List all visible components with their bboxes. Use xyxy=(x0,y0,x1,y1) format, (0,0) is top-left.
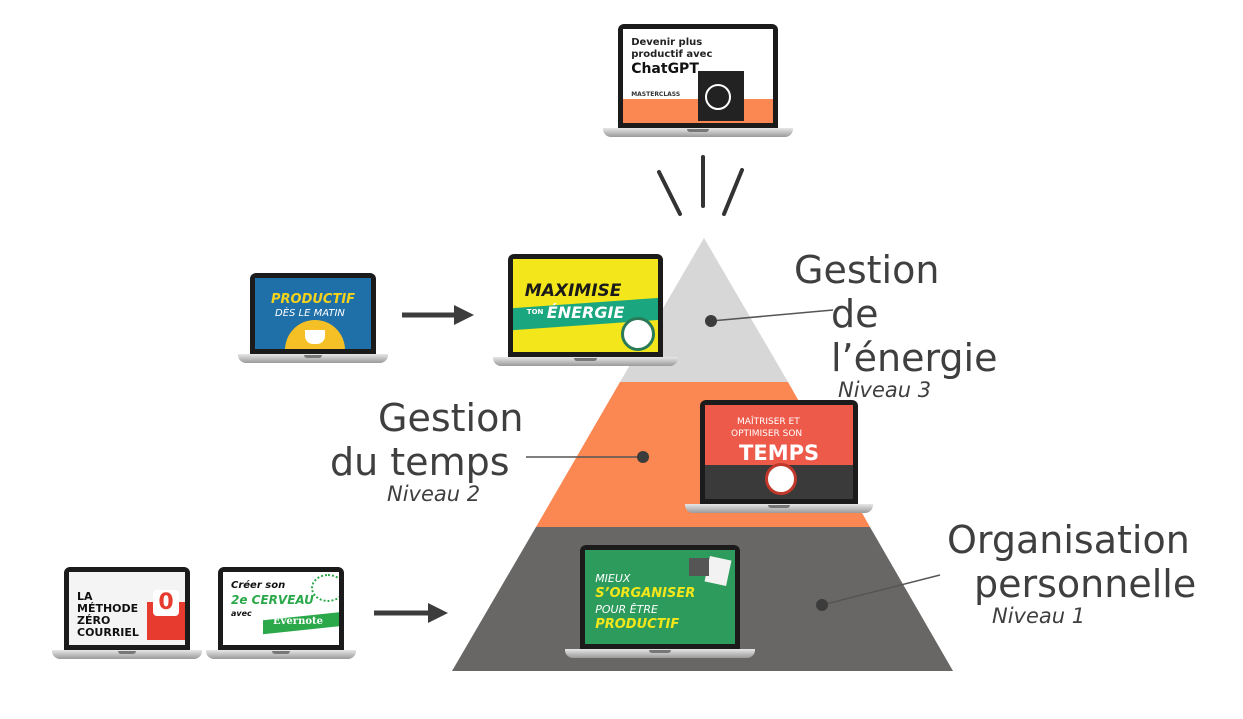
label-level-3-niveau: Niveau 3 xyxy=(838,378,932,402)
laptop-chatgpt[interactable]: Devenir plus productif avec ChatGPT MAST… xyxy=(603,24,793,137)
leader-level-3 xyxy=(705,309,834,327)
label-level-2-line1: Gestion xyxy=(378,396,524,440)
chatgpt-line2: productif avec xyxy=(631,49,713,60)
label-level-2: Gestion du temps Niveau 2 xyxy=(330,396,560,506)
label-level-2-niveau: Niveau 2 xyxy=(387,482,481,506)
screen-productif-matin: PRODUCTIF DÈS LE MATIN xyxy=(255,278,371,349)
label-level-1-niveau: Niveau 1 xyxy=(992,604,1086,628)
matin-line2: DÈS LE MATIN xyxy=(275,308,345,319)
organiser-line3: POUR ÊTRE xyxy=(595,603,658,616)
leader-level-2 xyxy=(526,451,649,463)
screen-mieux-organiser: MIEUX S’ORGANISER POUR ÊTRE PRODUCTIF xyxy=(585,550,735,644)
apex-rays xyxy=(657,155,744,216)
label-level-3-line2: de l’énergie xyxy=(831,292,998,380)
screen-maximise-energie: MAXIMISE TON ÉNERGIE xyxy=(512,259,659,352)
label-level-1-line1: Organisation xyxy=(947,518,1190,562)
organiser-line1: MIEUX xyxy=(595,572,631,585)
label-level-1-line2: personnelle xyxy=(974,562,1197,606)
arrow-to-energie xyxy=(402,305,474,325)
screen-chatgpt: Devenir plus productif avec ChatGPT MAST… xyxy=(623,29,773,123)
network-nodes-decoration xyxy=(311,574,339,602)
organiser-line2: S’ORGANISER xyxy=(595,586,696,601)
checklist-icon xyxy=(689,558,710,576)
chatgpt-logo-icon xyxy=(705,84,732,110)
zero-line4: COURRIEL xyxy=(77,626,139,639)
energy-clock-icon xyxy=(620,317,655,351)
screen-zero-courriel: 0 LA MÉTHODE ZÉRO COURRIEL xyxy=(69,572,185,645)
temps-line1: MAÎTRISER ET xyxy=(737,417,800,427)
stopwatch-icon xyxy=(765,463,798,495)
screen-maitriser-temps: MAÎTRISER ET OPTIMISER SON TEMPS xyxy=(705,405,853,499)
zero-line1: LA xyxy=(77,590,93,603)
label-level-3: Gestion de l’énergie Niveau 3 xyxy=(794,248,1054,402)
energie-line2: TON xyxy=(526,308,544,316)
label-level-3-line1: Gestion xyxy=(794,248,940,292)
screen-evernote: Créer son 2e CERVEAU avec Evernote xyxy=(223,572,339,645)
energie-line3: ÉNERGIE xyxy=(546,303,625,322)
laptop-mieux-organiser[interactable]: MIEUX S’ORGANISER POUR ÊTRE PRODUCTIF xyxy=(565,545,755,658)
laptop-evernote[interactable]: Créer son 2e CERVEAU avec Evernote xyxy=(206,567,356,659)
label-level-2-line2: du temps xyxy=(330,440,510,484)
zero-line3: ZÉRO xyxy=(77,614,111,627)
evernote-line3: avec xyxy=(231,609,252,618)
arrow-to-organiser xyxy=(374,603,448,623)
evernote-line4: Evernote xyxy=(273,616,323,627)
evernote-line2: 2e CERVEAU xyxy=(231,593,314,607)
chatgpt-tag: MASTERCLASS xyxy=(631,91,681,98)
laptop-maximise-energie[interactable]: MAXIMISE TON ÉNERGIE xyxy=(493,254,678,366)
zero-badge: 0 xyxy=(153,590,179,616)
energie-line1: MAXIMISE xyxy=(524,281,622,301)
laptop-maitriser-temps[interactable]: MAÎTRISER ET OPTIMISER SON TEMPS xyxy=(685,400,873,513)
coffee-cup-icon xyxy=(305,330,325,344)
evernote-line1: Créer son xyxy=(231,580,286,591)
organiser-line4: PRODUCTIF xyxy=(595,617,680,632)
chatgpt-line3: ChatGPT xyxy=(631,61,699,77)
zero-line2: MÉTHODE xyxy=(77,602,139,615)
chatgpt-line1: Devenir plus xyxy=(631,37,703,48)
label-level-1: Organisation personnelle Niveau 1 xyxy=(947,518,1237,628)
temps-line2: OPTIMISER SON xyxy=(731,429,803,439)
laptop-productif-matin[interactable]: PRODUCTIF DÈS LE MATIN xyxy=(238,273,388,363)
matin-line1: PRODUCTIF xyxy=(271,292,356,307)
temps-line3: TEMPS xyxy=(739,441,820,465)
laptop-zero-courriel[interactable]: 0 LA MÉTHODE ZÉRO COURRIEL xyxy=(52,567,202,659)
leader-level-1 xyxy=(816,574,941,611)
